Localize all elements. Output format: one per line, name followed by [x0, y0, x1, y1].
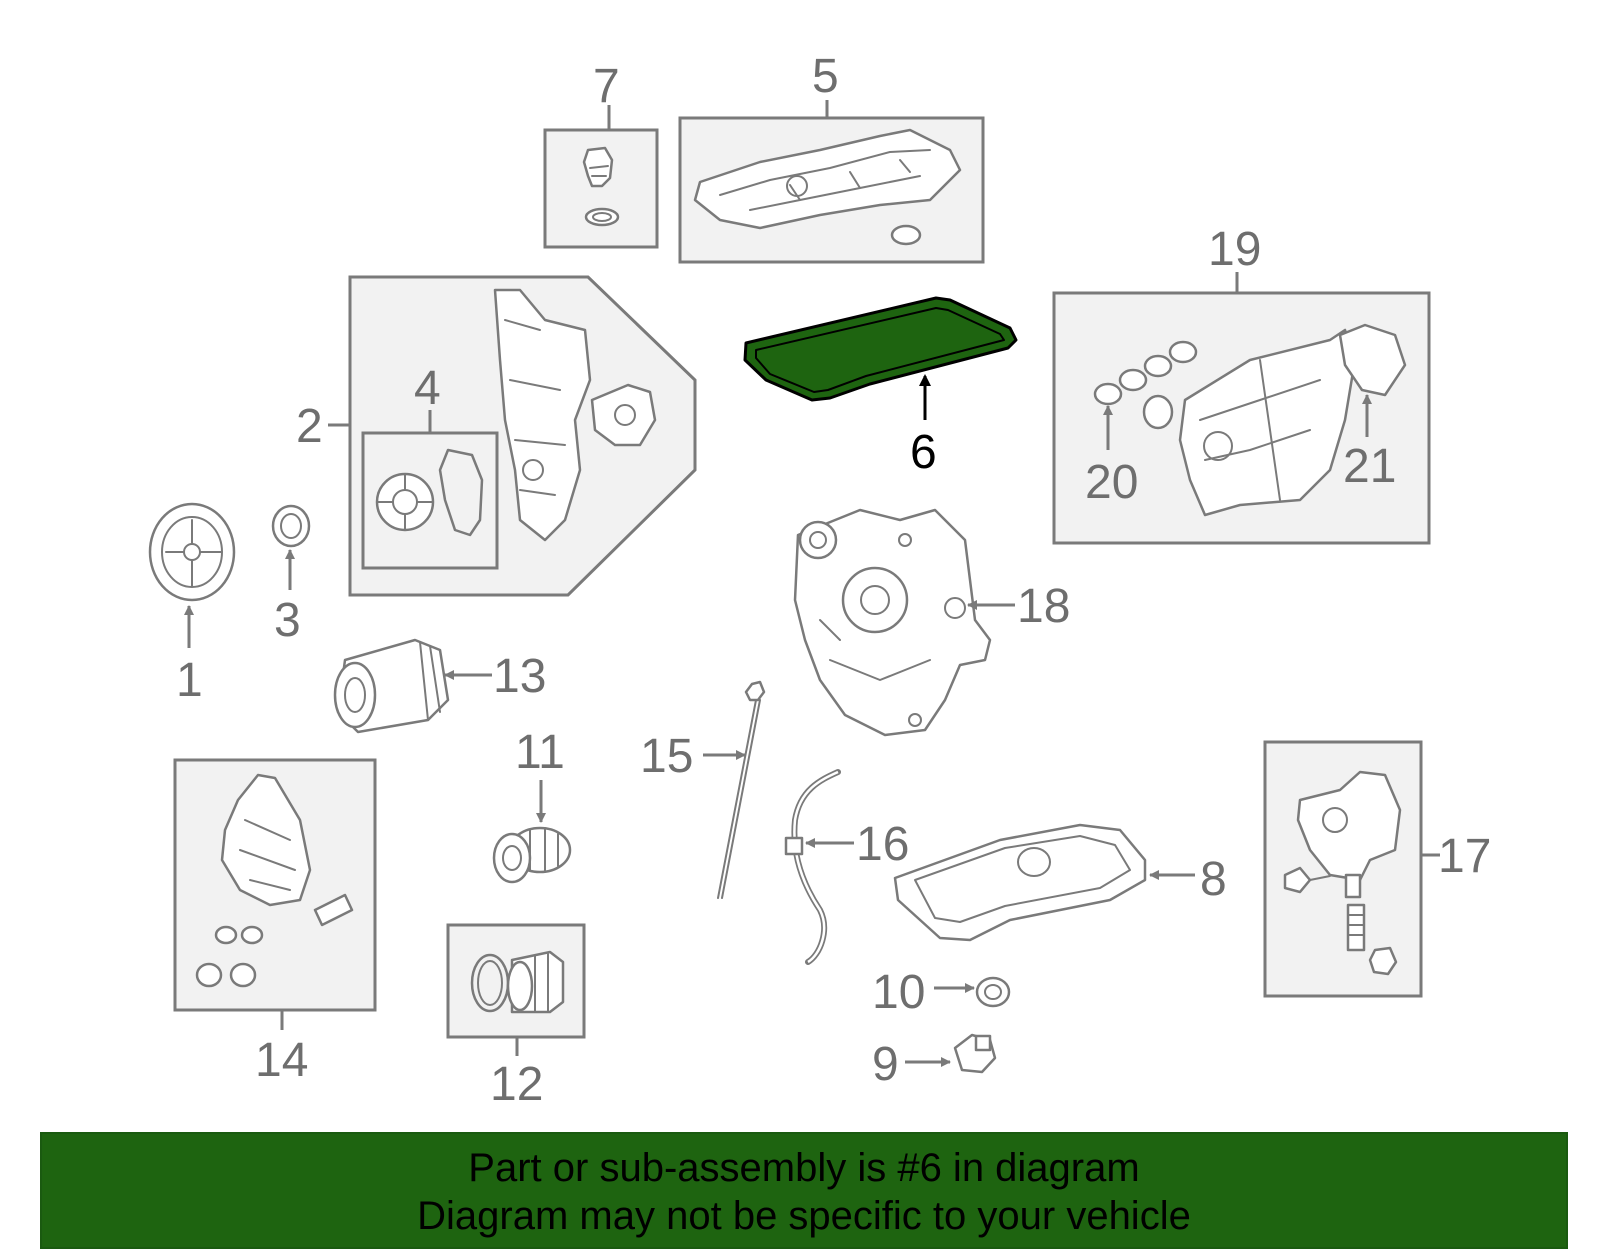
- callout-10: 10: [872, 966, 925, 1019]
- callout-18: 18: [1017, 580, 1070, 633]
- callout-11: 11: [515, 726, 565, 779]
- part-7-oil-filler-cap[interactable]: 7: [543, 60, 659, 249]
- part-20-gaskets[interactable]: 20: [1085, 340, 1198, 509]
- part-21-cover: 21: [1343, 394, 1396, 493]
- callout-20: 20: [1085, 456, 1138, 509]
- part-12-filter-kit[interactable]: 12: [446, 923, 586, 1111]
- callout-17: 17: [1438, 830, 1491, 883]
- callout-21: 21: [1343, 440, 1396, 493]
- part-19-intake-manifold[interactable]: 20 21 19: [1052, 223, 1431, 545]
- part-3-seal[interactable]: 3: [271, 504, 311, 647]
- callout-3: 3: [274, 594, 301, 647]
- callout-16: 16: [856, 818, 909, 871]
- part-16-dipstick-tube[interactable]: 16: [784, 769, 909, 965]
- part-17-valve-kit[interactable]: 17: [1263, 740, 1491, 998]
- callout-8: 8: [1200, 853, 1227, 906]
- callout-15: 15: [640, 730, 693, 783]
- callout-2: 2: [296, 400, 323, 453]
- callout-19: 19: [1208, 223, 1261, 276]
- gasket-6-shape: [743, 296, 1018, 402]
- part-15-dipstick[interactable]: 15: [640, 680, 766, 899]
- part-18-oil-pump[interactable]: 18: [793, 508, 1070, 737]
- callout-12: 12: [490, 1058, 543, 1111]
- part-14-kit[interactable]: 14: [173, 758, 377, 1087]
- callout-13: 13: [493, 650, 546, 703]
- callout-14: 14: [255, 1034, 308, 1087]
- part-6-gasket-highlighted[interactable]: 6: [743, 296, 1018, 479]
- callout-4: 4: [414, 362, 441, 415]
- part-4-water-pump[interactable]: 4: [361, 362, 499, 570]
- callout-5: 5: [812, 50, 839, 103]
- part-11-filter-element[interactable]: 11: [492, 726, 572, 884]
- banner-line-1: Part or sub-assembly is #6 in diagram: [468, 1146, 1140, 1190]
- part-10-washer[interactable]: 10: [872, 966, 1011, 1019]
- callout-1: 1: [176, 654, 203, 707]
- part-8-oil-pan[interactable]: 8: [893, 823, 1227, 942]
- part-5-valve-cover[interactable]: 5: [678, 50, 985, 264]
- callout-7: 7: [593, 60, 620, 113]
- info-banner: Part or sub-assembly is #6 in diagram Di…: [40, 1132, 1568, 1249]
- callout-6: 6: [910, 426, 937, 479]
- part-1-crank-pulley[interactable]: 1: [148, 502, 236, 707]
- callout-9: 9: [872, 1038, 899, 1091]
- part-9-drain-plug[interactable]: 9: [872, 1033, 997, 1091]
- banner-line-2: Diagram may not be specific to your vehi…: [417, 1194, 1191, 1238]
- part-13-oil-filter[interactable]: 13: [333, 638, 546, 734]
